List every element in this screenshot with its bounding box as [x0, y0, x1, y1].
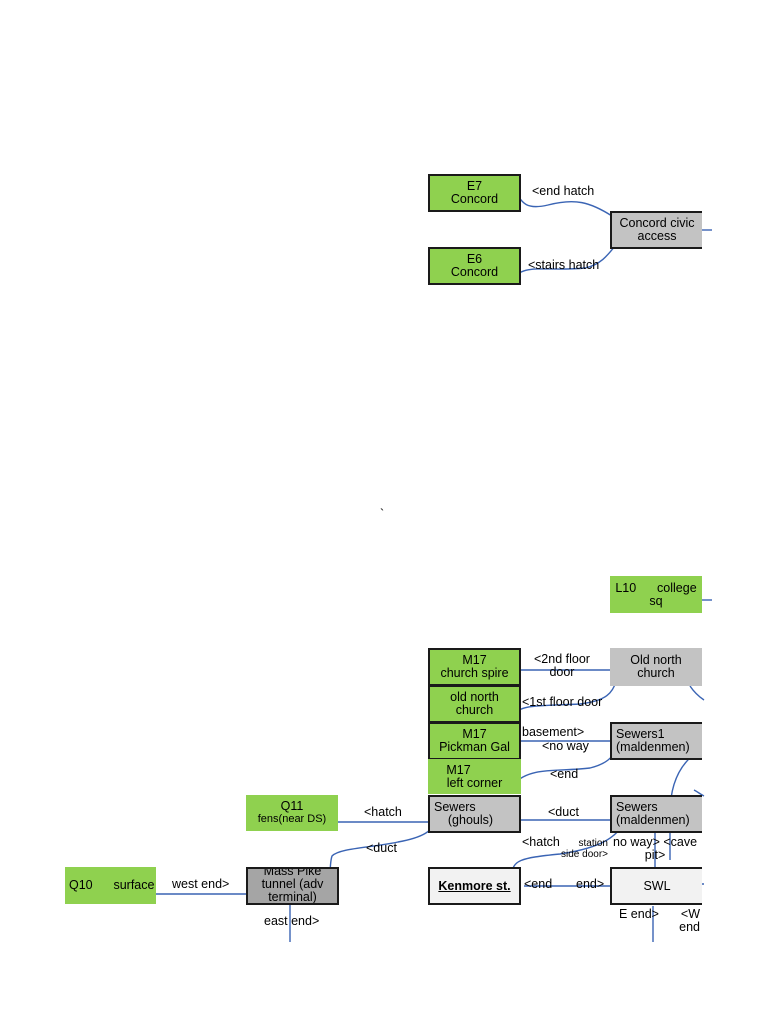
node-mass-pike-line2: tunnel (adv	[261, 876, 324, 891]
node-m17-corner-line1: M17	[446, 762, 471, 777]
label-east-end: east end>	[264, 914, 320, 928]
node-e7-line2: Concord	[450, 192, 499, 206]
node-sewers1-maldenmen[interactable]: Sewers1 (maldenmen)	[610, 722, 702, 760]
node-old-north-church-green[interactable]: old north church	[428, 685, 521, 723]
label-no-way-cave-pit: no way> <cave pit>	[613, 835, 698, 862]
node-onc-grey-line2: church	[637, 666, 675, 680]
node-m17-spire-line1: M17	[462, 653, 487, 667]
label-basement: basement>	[522, 725, 585, 739]
node-swl[interactable]: SWL	[610, 867, 702, 905]
node-swl-line1: SWL	[643, 878, 671, 893]
label-no-way: <no way	[542, 739, 589, 753]
node-kenmore-line1: Kenmore st.	[438, 878, 511, 893]
node-kenmore-st[interactable]: Kenmore st.	[428, 867, 521, 905]
label-duct-right: <duct	[548, 805, 579, 819]
node-e6-line1: E6	[466, 252, 483, 266]
node-l10[interactable]: L10 college sq	[610, 576, 702, 613]
node-concord-civic-line1: Concord civic	[619, 216, 695, 230]
node-q11[interactable]: Q11 fens(near DS)	[246, 795, 338, 831]
node-m17-corner-line2: left corner	[446, 775, 503, 790]
node-q10[interactable]: Q10 surface	[65, 867, 156, 904]
node-sewers1-line1: Sewers1	[616, 727, 665, 741]
node-l10-line1: L10 college	[615, 580, 697, 595]
label-stray-backtick: `	[380, 507, 385, 521]
label-station-side-door: station side door>	[561, 838, 608, 860]
node-old-north-church-grey[interactable]: Old north church	[610, 648, 702, 686]
node-m17-pickman-line2: Pickman Gal	[439, 740, 510, 754]
label-e-end: E end>	[619, 907, 659, 921]
node-e6-line2: Concord	[450, 265, 499, 279]
label-w-end: <W end	[679, 907, 700, 934]
node-m17-left-corner[interactable]: M17 left corner	[428, 759, 521, 794]
label-end-swl: end>	[576, 877, 605, 891]
node-e7[interactable]: E7 Concord	[428, 174, 521, 212]
node-l10-line2: sq	[649, 593, 663, 608]
node-sewers-ghouls-line2: (ghouls)	[434, 813, 494, 827]
node-m17-pickman-gal[interactable]: M17 Pickman Gal	[428, 722, 521, 760]
label-hatch-kenmore: <hatch	[522, 835, 560, 849]
node-sewers-maldenmen[interactable]: Sewers (maldenmen)	[610, 795, 702, 833]
node-sewers1-line2: (maldenmen)	[616, 740, 690, 754]
node-mass-pike-line3: terminal)	[268, 889, 317, 904]
label-stairs-hatch: <stairs hatch	[528, 258, 600, 272]
wire-oldnorth-right	[689, 685, 705, 701]
node-sewers-ghouls[interactable]: Sewers (ghouls)	[428, 795, 521, 833]
node-onc-grey-line1: Old north	[630, 653, 682, 667]
label-hatch-q11: <hatch	[364, 805, 402, 819]
label-duct-left: <duct	[366, 841, 397, 855]
node-e6[interactable]: E6 Concord	[428, 247, 521, 285]
node-q11-line1: Q11	[280, 799, 304, 813]
node-sewers-maldenmen-line2: (maldenmen)	[616, 813, 690, 827]
node-sewers-maldenmen-line1: Sewers	[616, 800, 658, 814]
node-q11-line2: fens(near DS)	[257, 813, 327, 825]
node-onc-green-line2: church	[455, 703, 494, 717]
label-end-corner: <end	[550, 767, 579, 781]
node-mass-pike-line1: Mass Pike	[263, 867, 322, 878]
node-q10-line1: Q10 surface	[69, 878, 155, 892]
node-e7-line1: E7	[466, 179, 483, 193]
label-end-kenmore: <end	[524, 877, 553, 891]
label-1st-floor-door: <1st floor door	[522, 695, 603, 709]
node-m17-spire-line2: church spire	[440, 666, 509, 680]
label-2nd-floor-door: <2nd floor door	[534, 652, 590, 679]
node-onc-green-line1: old north	[450, 690, 499, 704]
node-m17-pickman-line1: M17	[462, 727, 487, 741]
node-concord-civic-access[interactable]: Concord civic access	[610, 211, 702, 249]
node-concord-civic-line2: access	[637, 229, 677, 243]
node-mass-pike-tunnel[interactable]: Mass Pike tunnel (adv terminal)	[246, 867, 339, 905]
label-end-hatch: <end hatch	[532, 184, 595, 198]
node-m17-church-spire[interactable]: M17 church spire	[428, 648, 521, 686]
node-sewers-ghouls-line1: Sewers	[434, 800, 476, 814]
label-west-end: west end>	[172, 877, 230, 891]
